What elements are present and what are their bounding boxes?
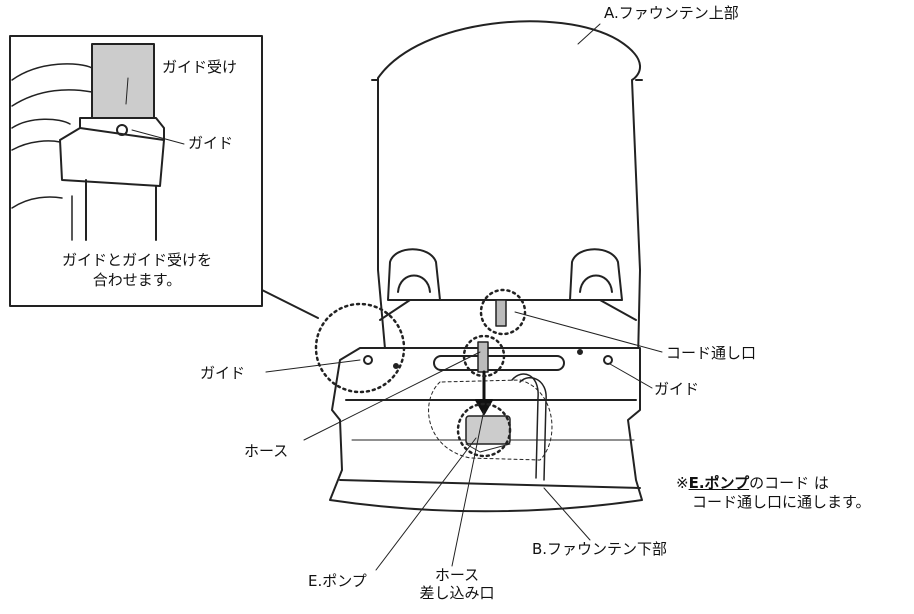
guide-receiver-shape (91, 43, 155, 119)
label-hose-insert-line1: ホース (434, 566, 480, 584)
label-hose-insert-line2: 差し込み口 (419, 584, 495, 602)
inset-label-guide-receiver: ガイド受け (162, 58, 238, 76)
pump-cord-note: ※E.ポンプのコード は コード通し口に通します。 (676, 474, 871, 512)
label-cord-hole: コード通し口 (666, 344, 757, 362)
note-line2: コード通し口に通します。 (692, 493, 871, 511)
note-line1-rest: のコード は (749, 474, 829, 492)
note-pump: E.ポンプ (688, 474, 750, 492)
fountain-top-shape (377, 20, 641, 361)
inset-label-guide: ガイド (188, 134, 234, 152)
label-fountain-bottom: B.ファウンテン下部 (532, 540, 668, 558)
label-guide-left: ガイド (200, 364, 246, 382)
label-pump: E.ポンプ (308, 572, 367, 590)
inset-caption-line2: 合わせます。 (92, 271, 182, 289)
label-guide-right: ガイド (654, 380, 700, 398)
inset-caption-line1: ガイドとガイド受けを (61, 251, 212, 269)
inset-caption: ガイドとガイド受けを 合わせます。 (22, 250, 252, 290)
note-prefix: ※ (676, 474, 689, 492)
label-hose: ホース (244, 442, 289, 460)
label-fountain-top: A.ファウンテン上部 (604, 4, 739, 22)
label-hose-insert: ホース 差し込み口 (402, 566, 512, 602)
guide-highlight-circle (314, 302, 406, 394)
pump-shape (465, 415, 511, 445)
